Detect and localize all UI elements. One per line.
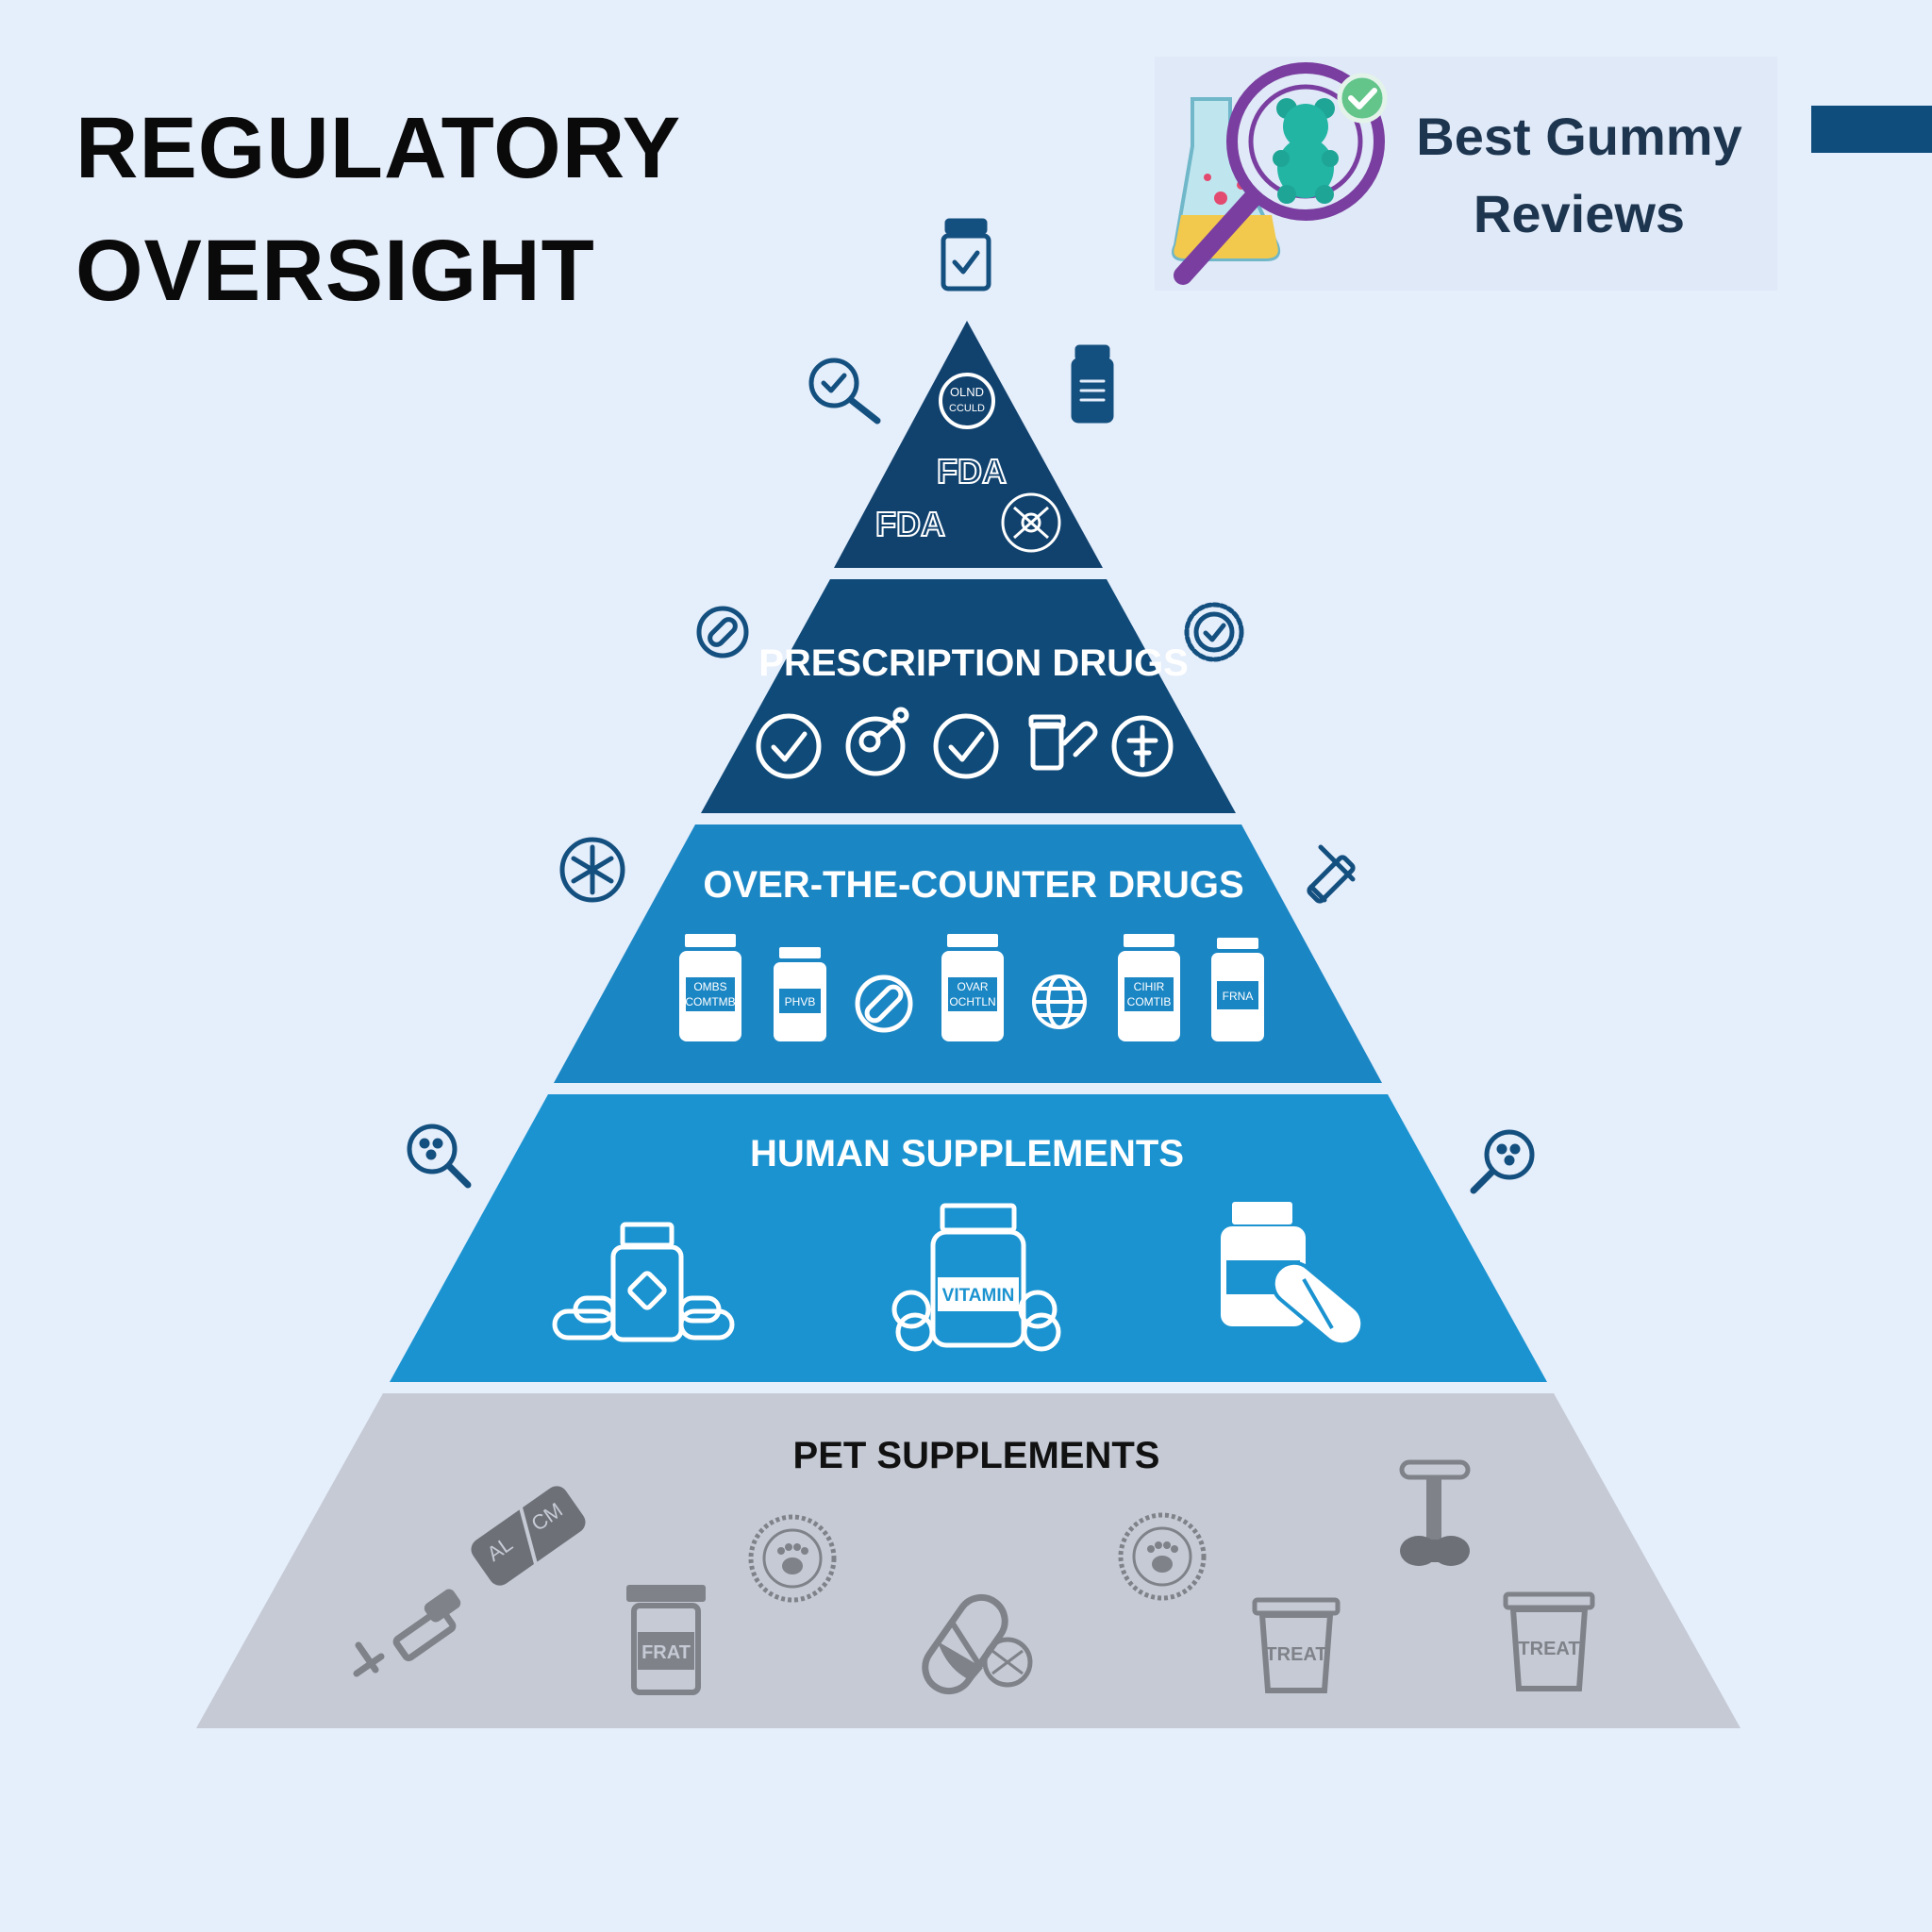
gummy-bear-magnifier-flask-icon [1172, 62, 1388, 285]
magnifier-check-icon [808, 358, 881, 425]
bottle-icon: CIHIR COMTIB [1118, 934, 1180, 1041]
svg-text:FRAT: FRAT [641, 1642, 691, 1663]
seal-icon: OLND CCULD [939, 373, 995, 429]
globe-icon [1032, 974, 1087, 1029]
pyramid-tier-prescription [701, 579, 1236, 813]
svg-text:OCHTLN: OCHTLN [949, 995, 995, 1008]
svg-text:COMTMB: COMTMB [685, 995, 735, 1008]
syringe-circle-icon [1111, 715, 1174, 777]
svg-text:FDA: FDA [875, 505, 945, 543]
treat-jar-icon: TREAT [1503, 1591, 1595, 1691]
asterisk-circle-icon [559, 837, 625, 903]
tier-label-pet-supplements: PET SUPPLEMENTS [793, 1435, 1160, 1476]
svg-text:TREAT: TREAT [1518, 1639, 1579, 1659]
capsule-icon [922, 1593, 1033, 1695]
bottle-icon: FRNA [1211, 938, 1264, 1041]
pyramid-tier-pet-supplements [196, 1393, 1740, 1728]
title-line-2: OVERSIGHT [75, 223, 595, 319]
svg-text:CCULD: CCULD [949, 403, 985, 414]
pill-bottle-icon [1028, 714, 1098, 771]
svg-text:VITAMIN: VITAMIN [942, 1286, 1015, 1306]
brand-line-2: Reviews [1473, 184, 1686, 243]
fda-badge-icon: FDA [874, 504, 946, 544]
fda-badge-icon: FDA [936, 451, 1008, 491]
check-circle-icon [933, 713, 999, 779]
treat-jar-icon: FRAT [626, 1585, 706, 1695]
bone-icon [1399, 1459, 1471, 1566]
svg-text:CIHIR: CIHIR [1134, 980, 1165, 993]
svg-text:FRNA: FRNA [1223, 990, 1254, 1003]
no-pill-icon [696, 606, 749, 658]
pill-blister-icon: AL CM [471, 1486, 586, 1586]
accent-bar [1811, 106, 1932, 153]
supplement-bottle-icon [552, 1222, 735, 1342]
svg-text:TREAT: TREAT [1265, 1644, 1326, 1665]
bottle-icon: OMBS COMTMB [679, 934, 741, 1041]
brand-name: Best Gummy Reviews [1391, 98, 1768, 253]
bottle-icon [1071, 344, 1114, 424]
svg-text:OVAR: OVAR [957, 980, 988, 993]
bottle-icon: PHVB [774, 947, 826, 1041]
capsule-bottle-icon [1221, 1202, 1365, 1347]
page-title: REGULATORY OVERSIGHT [75, 87, 681, 332]
brand-line-1: Best Gummy [1416, 107, 1742, 166]
svg-text:COMTIB: COMTIB [1127, 995, 1172, 1008]
svg-text:PHVB: PHVB [785, 995, 816, 1008]
molecule-circle-icon [845, 707, 909, 776]
check-badge-icon [1184, 602, 1244, 662]
tier-label-prescription: PRESCRIPTION DRUGS [758, 642, 1189, 684]
svg-text:OMBS: OMBS [693, 980, 726, 993]
svg-text:OLND: OLND [950, 385, 984, 399]
molecule-circle-icon [1001, 492, 1061, 553]
paw-seal-icon [1118, 1512, 1207, 1601]
check-circle-icon [756, 713, 822, 779]
magnifier-bacteria-icon [407, 1124, 472, 1189]
treat-jar-icon: TREAT [1252, 1597, 1341, 1693]
pipette-icon [1307, 844, 1356, 904]
pill-circle-icon [855, 974, 913, 1033]
syringe-icon [353, 1589, 461, 1677]
brand-logo-panel: Best Gummy Reviews [1155, 57, 1777, 291]
tier-label-human-supplements: HUMAN SUPPLEMENTS [750, 1133, 1184, 1174]
vitamin-bottle-icon: VITAMIN [891, 1203, 1061, 1352]
title-line-1: REGULATORY [75, 100, 682, 196]
pyramid-apex-tier [834, 321, 1103, 568]
bottle-icon: OVAR OCHTLN [941, 934, 1004, 1041]
paw-seal-icon [748, 1514, 837, 1603]
svg-text:FDA: FDA [937, 452, 1007, 491]
bottle-check-icon [941, 218, 991, 291]
magnifier-bacteria-icon [1470, 1129, 1535, 1194]
tier-label-otc: OVER-THE-COUNTER DRUGS [703, 864, 1243, 906]
